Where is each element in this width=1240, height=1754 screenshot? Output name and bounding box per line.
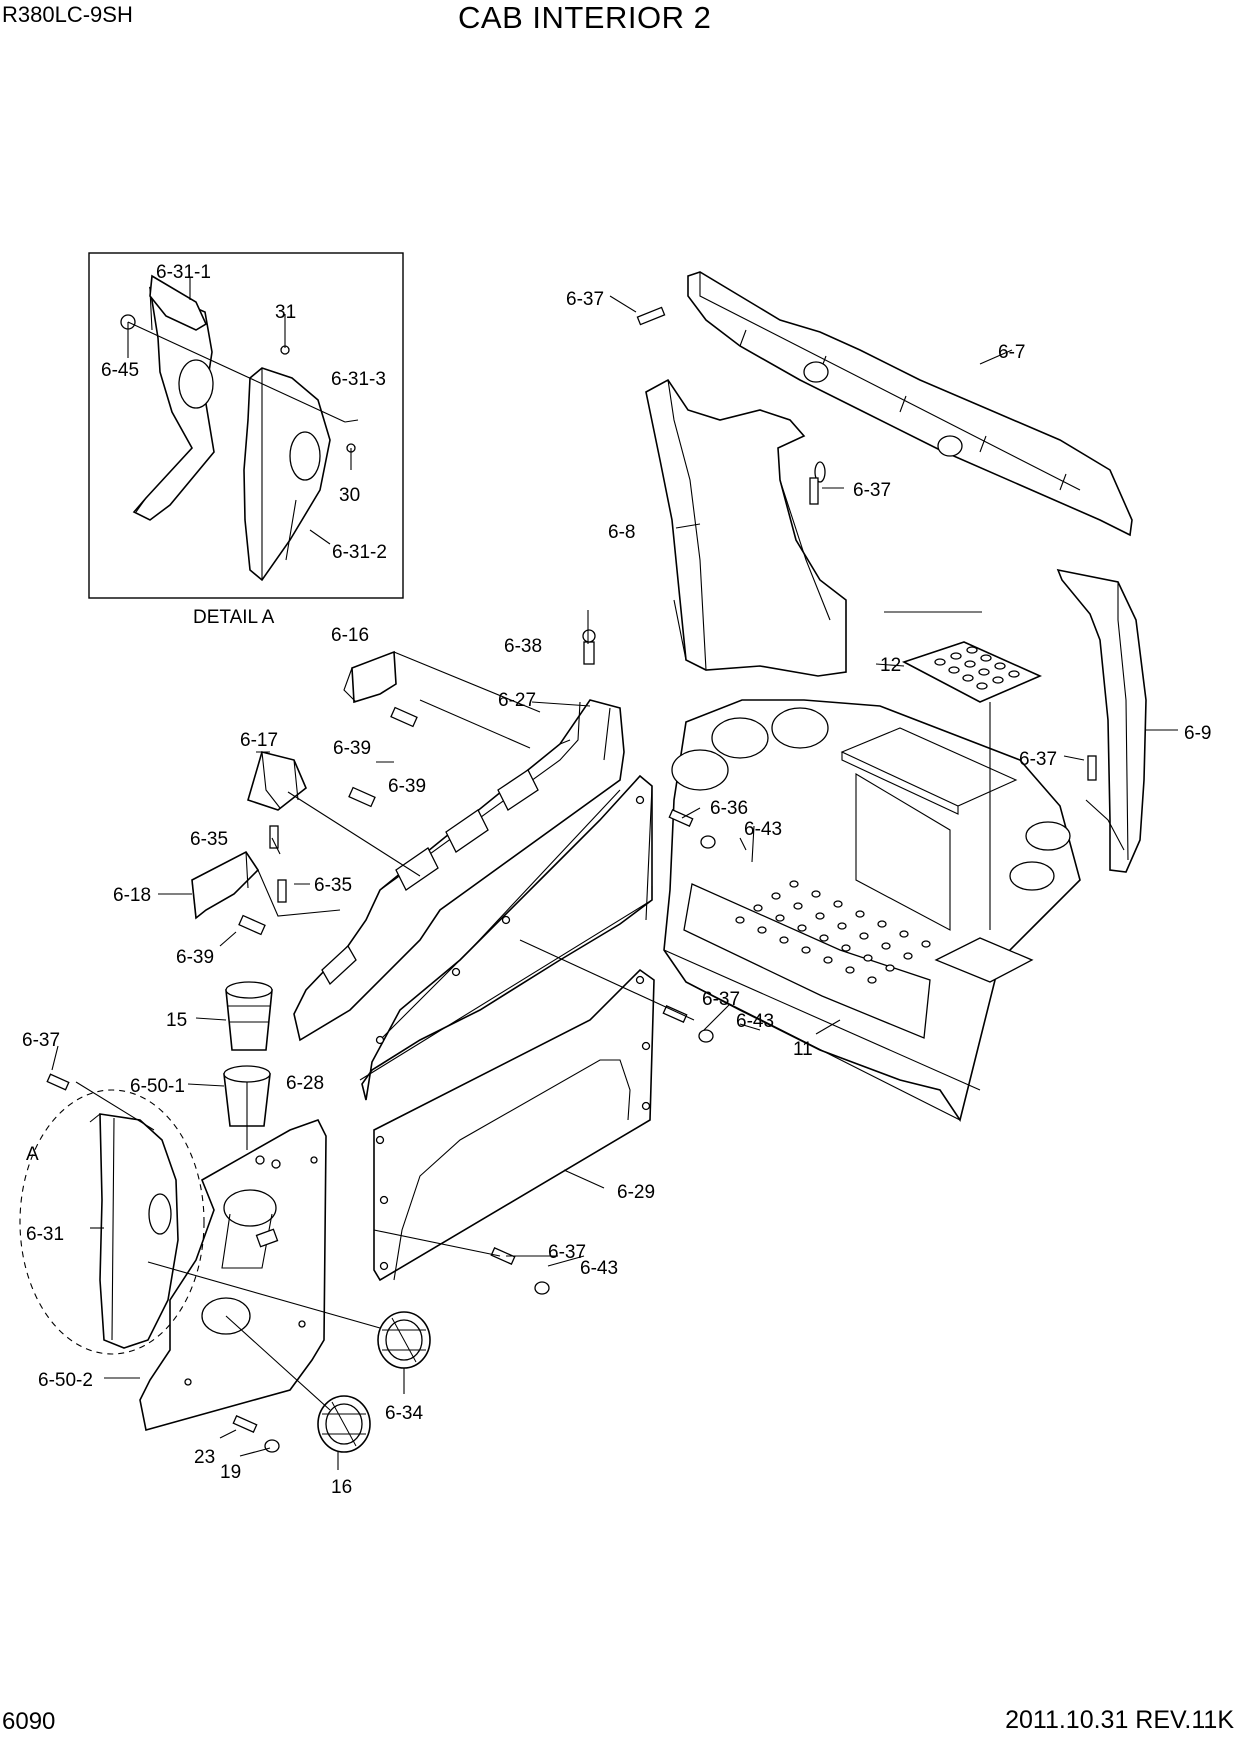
revision-stamp: 2011.10.31 REV.11K <box>1005 1706 1234 1734</box>
callout-6-7: 6-7 <box>998 342 1025 363</box>
detail-a-marker: A <box>26 1144 39 1165</box>
mat-12-holes <box>934 646 1020 690</box>
detail-a-bracket-part <box>132 286 215 521</box>
callout-6-37-pillar: 6-37 <box>853 480 891 501</box>
callout-6-39-b: 6-39 <box>388 776 426 797</box>
model-code: R380LC-9SH <box>2 2 133 27</box>
callout-6-28: 6-28 <box>286 1073 324 1094</box>
callout-31: 31 <box>275 302 296 323</box>
callout-6-31: 6-31 <box>26 1224 64 1245</box>
cap-6-34-shape <box>377 1311 431 1369</box>
callout-6-31-3: 6-31-3 <box>331 369 386 390</box>
callout-6-37-right: 6-37 <box>1019 749 1057 770</box>
detail-a-caption: DETAIL A <box>193 607 275 628</box>
console-6-27-shape <box>293 699 625 1042</box>
callout-6-18: 6-18 <box>113 885 151 906</box>
callout-6-37-left: 6-37 <box>22 1030 60 1051</box>
callout-30: 30 <box>339 485 360 506</box>
detail-a-frame <box>88 252 404 599</box>
callout-6-9: 6-9 <box>1184 723 1211 744</box>
callout-6-38: 6-38 <box>504 636 542 657</box>
callout-6-36: 6-36 <box>710 798 748 819</box>
callout-6-39-a: 6-39 <box>333 738 371 759</box>
tray-11-shape <box>663 699 1081 1122</box>
callout-6-45: 6-45 <box>101 360 139 381</box>
leader-lines <box>51 295 1178 1470</box>
cup-15-shape <box>225 981 273 1051</box>
panel-6-8-shape <box>645 378 847 677</box>
callout-6-50-2: 6-50-2 <box>38 1370 93 1391</box>
callout-6-37-top: 6-37 <box>566 289 604 310</box>
callout-6-31-2: 6-31-2 <box>332 542 387 563</box>
fastener-shapes <box>46 306 1097 1453</box>
bracket-6-17-shape <box>247 751 307 811</box>
mat-12-shape <box>901 641 1042 703</box>
detail-a-top-bracket <box>149 274 208 331</box>
callout-11: 11 <box>793 1039 813 1060</box>
callout-19: 19 <box>220 1462 241 1483</box>
callout-6-29: 6-29 <box>617 1182 655 1203</box>
panel-6-7-shape <box>687 271 1133 537</box>
callout-12: 12 <box>880 655 901 676</box>
callout-6-35-b: 6-35 <box>314 875 352 896</box>
callout-6-27: 6-27 <box>498 690 536 711</box>
callout-6-39-c: 6-39 <box>176 947 214 968</box>
callout-23: 23 <box>194 1447 215 1468</box>
bracket-6-16-shape <box>343 650 397 704</box>
callout-6-43-c: 6-43 <box>580 1258 618 1279</box>
callout-6-31-1: 6-31-1 <box>156 262 211 283</box>
callout-6-37-bottom: 6-37 <box>548 1242 586 1263</box>
callout-6-43-a: 6-43 <box>744 819 782 840</box>
cap-16-shape <box>317 1395 371 1453</box>
callout-6-35-a: 6-35 <box>190 829 228 850</box>
panel-6-28-shape <box>361 774 653 1101</box>
callout-labels: 6-31-1 31 6-45 6-31-3 30 6-31-2 6-37 6-7… <box>22 262 1211 1498</box>
cover-6-31-shape <box>89 1113 179 1349</box>
callout-6-8: 6-8 <box>608 522 635 543</box>
callout-6-17: 6-17 <box>240 730 278 751</box>
callout-16: 16 <box>331 1477 352 1498</box>
callout-6-37-mid: 6-37 <box>702 989 740 1010</box>
callout-6-43-b: 6-43 <box>736 1011 774 1032</box>
detail-a-cover-part <box>243 367 331 582</box>
panel-6-9-shape <box>1056 568 1147 873</box>
page-number: 6090 <box>2 1708 56 1735</box>
callout-6-34: 6-34 <box>385 1403 423 1424</box>
callout-15: 15 <box>166 1010 187 1031</box>
detail-a-outline <box>19 1089 205 1355</box>
panel-6-29-shape <box>373 968 655 1282</box>
page-title: CAB INTERIOR 2 <box>458 0 712 35</box>
callout-6-50-1: 6-50-1 <box>130 1076 185 1097</box>
bracket-6-18-shape <box>191 850 260 920</box>
tray-11-floor-holes <box>735 880 931 984</box>
callout-6-16: 6-16 <box>331 625 369 646</box>
